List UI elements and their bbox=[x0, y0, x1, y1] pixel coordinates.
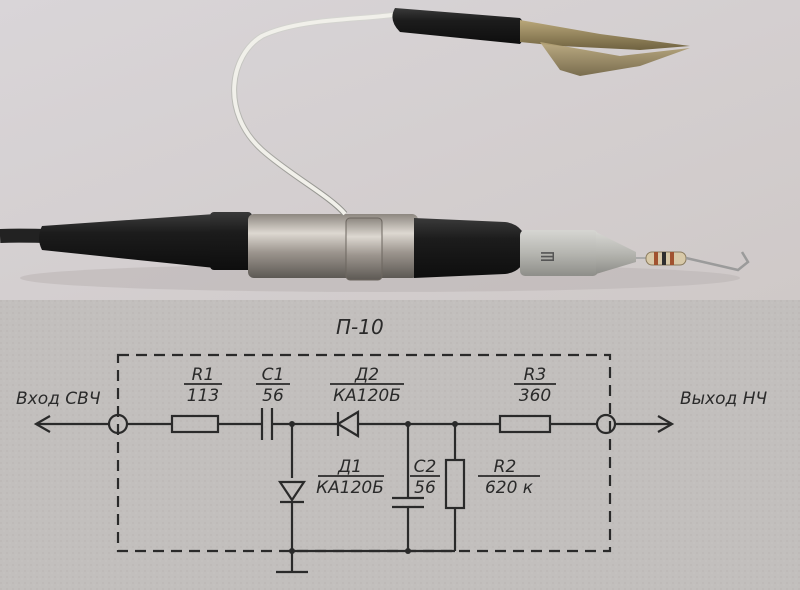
c2-value: 56 bbox=[414, 478, 436, 498]
output-arrow bbox=[657, 415, 675, 433]
junction-dot bbox=[289, 421, 295, 427]
junction-dot bbox=[405, 421, 411, 427]
r1-value: 113 bbox=[187, 386, 219, 406]
c1-name: C1 bbox=[262, 365, 285, 385]
clip-jaw-lower bbox=[540, 42, 690, 76]
schematic-paper bbox=[0, 300, 800, 590]
r2-value: 620 к bbox=[485, 478, 534, 498]
dashed-enclosure bbox=[116, 353, 612, 553]
junction-dot bbox=[452, 421, 458, 427]
d1-symbol-triangle bbox=[277, 480, 307, 502]
clip-boot bbox=[392, 8, 526, 44]
probe-photo: Ш bbox=[0, 0, 800, 300]
ground-wire-highlight bbox=[232, 12, 401, 216]
d1-value: КА120Б bbox=[316, 478, 384, 498]
input-label: Вход СВЧ bbox=[16, 389, 101, 409]
d1-name: Д1 bbox=[337, 457, 362, 477]
probe-handle-band bbox=[210, 212, 252, 270]
probe-tip-cone bbox=[596, 232, 636, 274]
clip-jaw-upper bbox=[520, 20, 690, 50]
c2-name: C2 bbox=[414, 457, 437, 477]
r3-name: R3 bbox=[524, 365, 547, 385]
schematic-title: П-10 bbox=[336, 315, 384, 339]
d2-value: КА120Б bbox=[333, 386, 401, 406]
resistor-band bbox=[662, 252, 666, 265]
resistor-band bbox=[670, 252, 674, 265]
schematic-diagram: П-10 Вход СВЧ Выход НЧ R1 113 C1 56 Д2 К… bbox=[0, 300, 800, 590]
probe-tip-hook bbox=[685, 251, 750, 272]
resistor-band bbox=[654, 252, 658, 265]
d2-name: Д2 bbox=[354, 365, 379, 385]
r3-value: 360 bbox=[519, 386, 551, 406]
junction-dot bbox=[289, 548, 295, 554]
probe-metal-sleeve bbox=[248, 214, 418, 278]
input-arrow bbox=[33, 415, 51, 433]
probe-handle-black bbox=[39, 214, 215, 268]
probe-tip-marking: Ш bbox=[538, 251, 559, 262]
c1-value: 56 bbox=[262, 386, 284, 406]
probe-metal-ring bbox=[345, 217, 383, 281]
junction-dot bbox=[405, 548, 411, 554]
r2-name: R2 bbox=[494, 457, 517, 477]
r1-name: R1 bbox=[192, 365, 215, 385]
output-label: Выход НЧ bbox=[680, 389, 767, 409]
probe-barrel-black bbox=[414, 218, 528, 278]
probe-tip-grey bbox=[520, 230, 598, 276]
